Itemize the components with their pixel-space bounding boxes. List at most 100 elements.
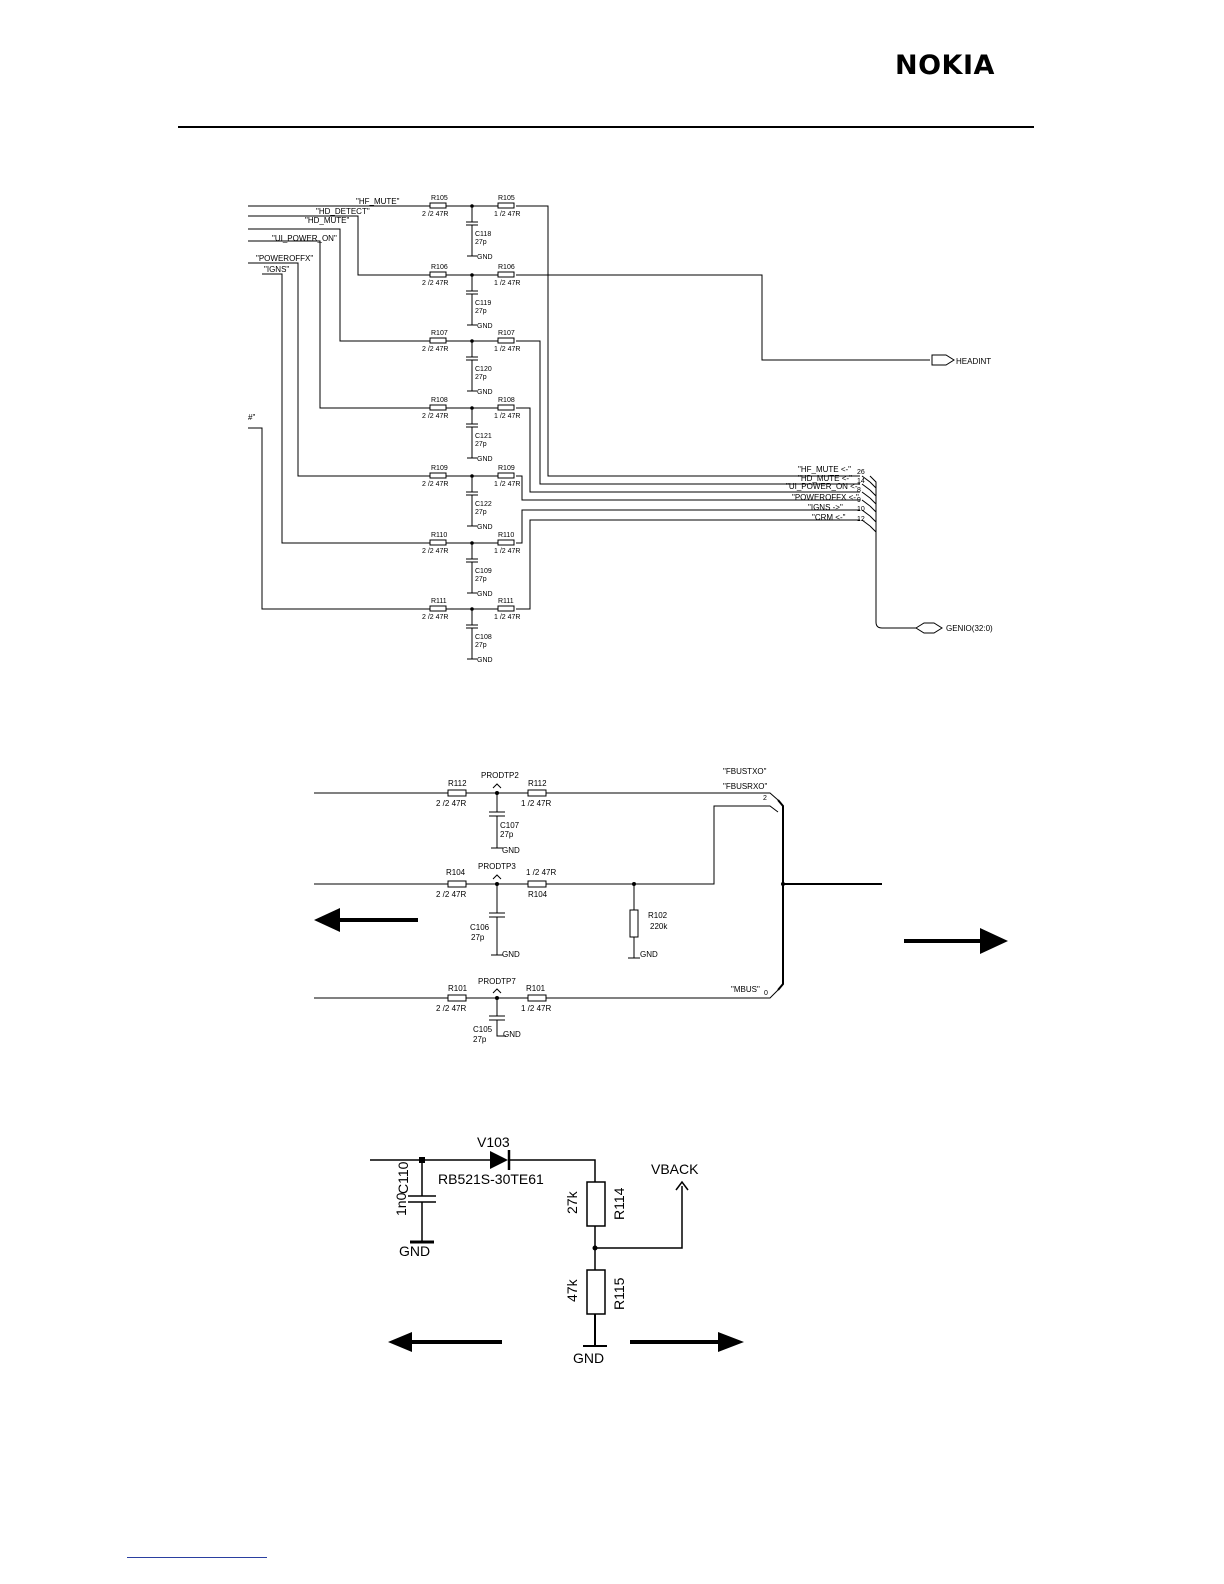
arrow-right-icon [718,1332,744,1352]
junction-dot [470,541,474,545]
val-capacitor: 27p [475,509,487,516]
nokia-logo: NOKIA [895,50,995,81]
label-resistor-left: R105 [431,195,448,202]
bus-pin-26: 26 [857,469,865,476]
resistor-left [429,337,447,344]
val-r114: 27k [564,1190,580,1214]
gnd-capacitor: GND [477,323,493,330]
label-resistor-right: R109 [498,465,515,472]
label-resistor-right: R105 [498,195,515,202]
wire-label-hf-mute: "HF_MUTE" [356,197,400,206]
val-resistor-left: 2 /2 47R [422,548,448,555]
val-resistor-right: 1 /2 47R [494,280,520,287]
val-capacitor: 27p [475,374,487,381]
val-r104-left: 2 /2 47R [436,890,466,899]
val-resistor-left: 2 /2 47R [422,413,448,420]
val-c107: 27p [500,830,514,839]
label-mbus: "MBUS" [731,985,760,994]
gnd-c110: GND [399,1243,430,1259]
vback-section-marks: V103 RB521S-30TE61 1n0 C110 GND 27k R114… [388,1134,744,1366]
junction-dot [470,339,474,343]
junction-dot [470,474,474,478]
pin-fbusrx: 2 [763,795,767,802]
resistor-right [497,539,515,546]
resistor-right [497,337,515,344]
resistor-left [429,202,447,209]
val-resistor-left: 2 /2 47R [422,211,448,218]
bus-label-crm: "CRM <-" [812,513,846,522]
val-c106: 27p [471,933,485,942]
bus-pin-9: 9 [857,497,861,504]
section1-labels: "HF_MUTE" "HD_DETECT" "HD_MUTE" "UI_POWE… [248,197,993,634]
val-r112-left: 2 /2 47R [436,799,466,808]
gnd-r115: GND [573,1350,604,1366]
label-c107: C107 [500,821,520,830]
val-r104-right: 1 /2 47R [526,868,556,877]
junction-dot [470,607,474,611]
label-fbusrxo: "FBUSRXO" [723,782,768,791]
label-capacitor: C119 [475,300,491,307]
label-capacitor: C108 [475,634,492,641]
label-r112-right: R112 [528,779,547,788]
arrow-right-icon [980,928,1008,954]
val-resistor-right: 1 /2 47R [494,614,520,621]
label-c106: C106 [470,923,490,932]
val-resistor-left: 2 /2 47R [422,614,448,621]
val-resistor-right: 1 /2 47R [494,211,520,218]
label-prodtp2: PRODTP2 [481,771,519,780]
val-r102: 220k [650,922,668,931]
resistor-right [497,472,515,479]
gnd-c106: GND [502,950,520,959]
junction-dot [470,406,474,410]
label-c105: C105 [473,1025,493,1034]
bus-pin-8: 8 [857,487,861,494]
val-resistor-right: 1 /2 47R [494,548,520,555]
gnd-capacitor: GND [477,591,493,598]
label-vback: VBACK [651,1161,699,1177]
genio-label: GENIO(32:0) [946,624,993,633]
headint-port-icon [931,354,955,366]
resistor-left [429,472,447,479]
wire-label-partial: #" [248,413,255,422]
val-c110: 1n0 [393,1192,409,1216]
label-resistor-right: R111 [498,598,514,605]
gnd-capacitor: GND [477,254,493,261]
val-r112-right: 1 /2 47R [521,799,551,808]
gnd-capacitor: GND [477,456,493,463]
bus-pin-14: 14 [857,478,865,485]
label-r104-left: R104 [446,868,466,877]
label-c110: C110 [395,1161,411,1194]
label-resistor-right: R110 [498,532,514,539]
gnd-capacitor: GND [477,524,493,531]
bus-label-igns: "IGNS ->" [808,503,843,512]
label-prodtp7: PRODTP7 [478,977,516,986]
label-resistor-left: R108 [431,397,448,404]
val-capacitor: 27p [475,441,487,448]
junction-dot [470,204,474,208]
label-r114: R114 [611,1187,627,1220]
bus-label-ui-power-on: "UI_POWER_ON <-" [786,482,861,491]
wire-label-hd-mute: "HD_MUTE" [305,216,350,225]
label-capacitor: C118 [475,231,491,238]
io-filter-section [248,205,930,629]
val-r115: 47k [564,1278,580,1302]
resistor-right [497,404,515,411]
pin-mbus: 0 [764,990,768,997]
label-r101-right: R101 [526,984,546,993]
label-capacitor: C120 [475,366,492,373]
resistor-right [497,202,515,209]
val-r101-left: 2 /2 47R [436,1004,466,1013]
val-resistor-left: 2 /2 47R [422,481,448,488]
resistor-right [497,605,515,612]
val-resistor-right: 1 /2 47R [494,346,520,353]
val-resistor-left: 2 /2 47R [422,346,448,353]
resistor-left [429,605,447,612]
label-prodtp3: PRODTP3 [478,862,516,871]
label-capacitor: C109 [475,568,492,575]
bus-label-poweroffx: "POWEROFFX <-" [792,493,859,502]
label-resistor-right: R106 [498,264,515,271]
label-r115: R115 [611,1277,627,1310]
gnd-capacitor: GND [477,657,493,664]
header-rule [178,126,1034,128]
